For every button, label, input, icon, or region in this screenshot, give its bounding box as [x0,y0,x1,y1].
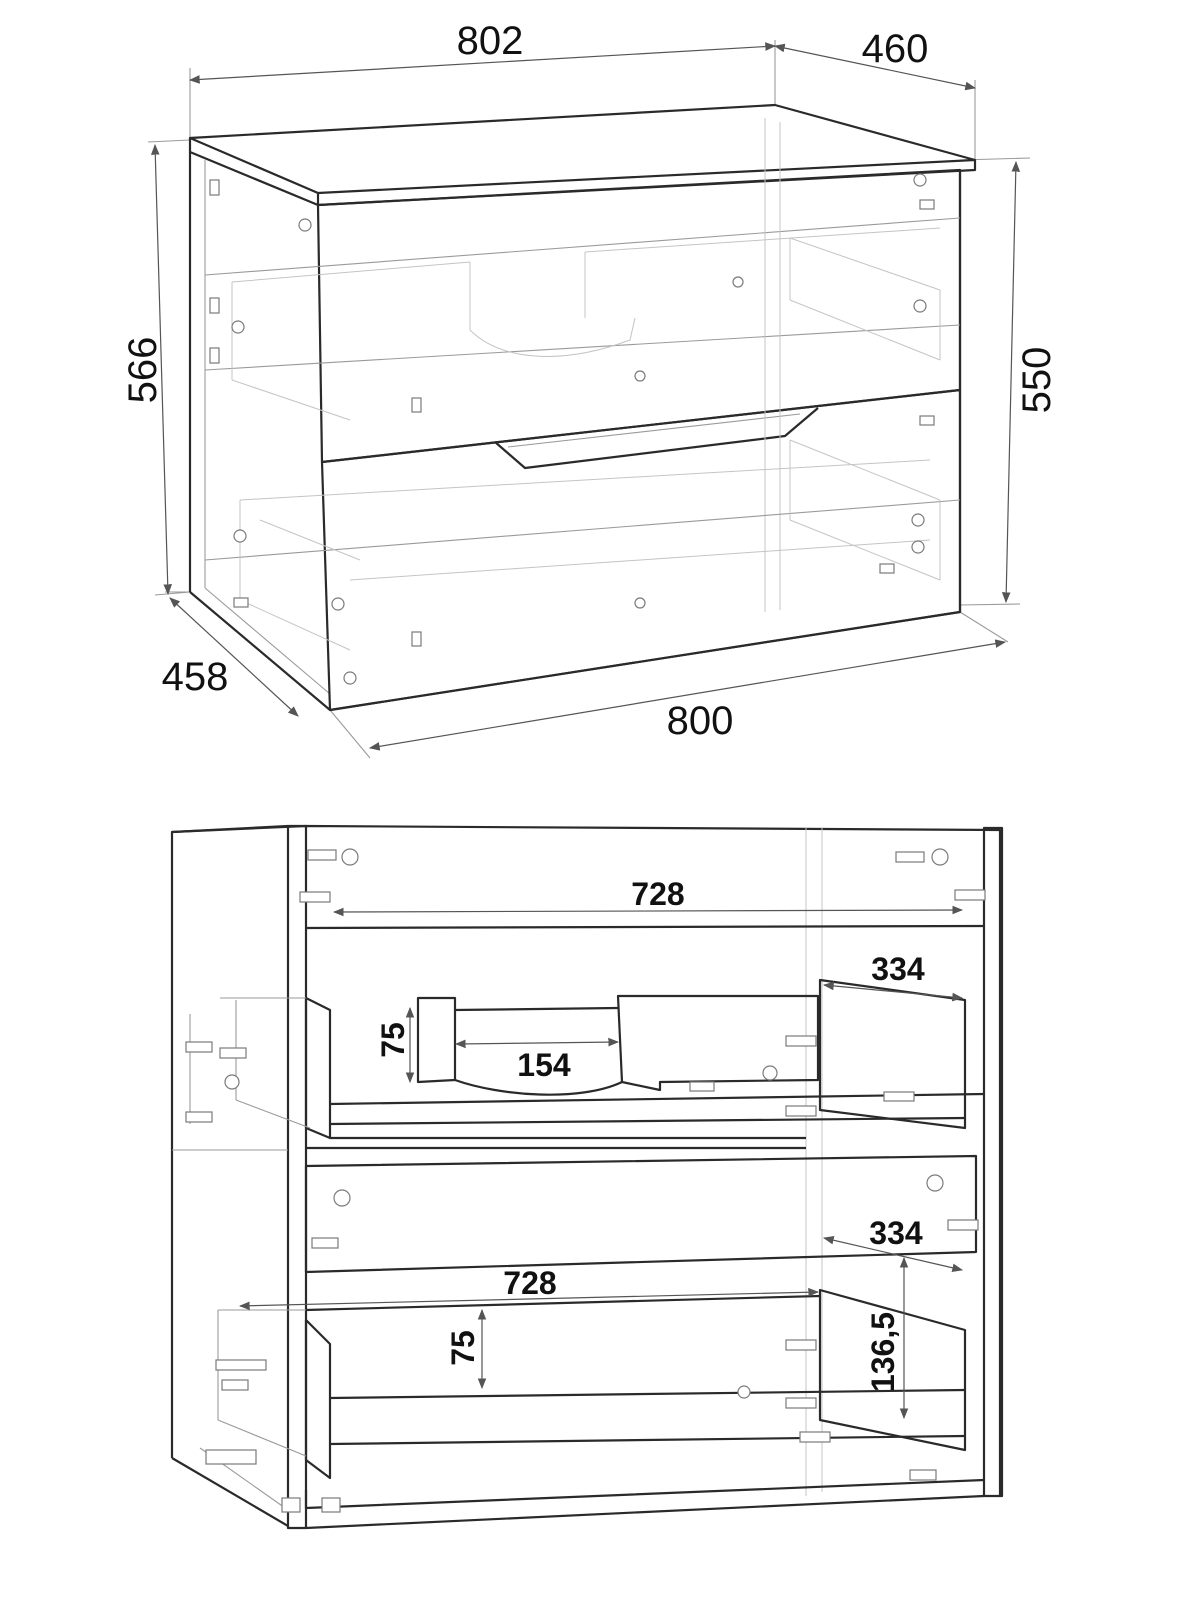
dim-depth-bottom: 458 [162,655,229,699]
dim-line-728-upper [332,905,964,917]
dim-upper-side-height: 75 [375,1022,411,1058]
fittings-top [209,173,935,685]
dim-line-334-lower [822,1235,964,1273]
fittings-bottom [185,848,986,1513]
dim-lower-drawer-depth: 334 [869,1215,923,1251]
lower-drawer-front [320,388,962,712]
dim-line-728-lower [238,1287,820,1311]
isometric-view [147,40,1031,759]
dim-line-458 [169,597,299,717]
dim-upper-inner-width: 728 [631,876,684,912]
dim-lower-inner-width: 728 [503,1265,556,1301]
dim-line-802 [188,42,777,84]
middle-drawer-front [304,1154,978,1274]
dim-line-566 [150,143,173,596]
front-internal-view [170,824,1004,1530]
dim-width-bottom: 800 [667,699,734,743]
dim-line-334-upper [822,981,964,1002]
dim-cutout-width: 154 [517,1047,571,1083]
handle-groove [494,407,819,470]
dim-depth-top: 460 [862,27,929,71]
countertop-top [188,103,977,195]
dim-width-top: 802 [457,19,524,63]
dim-line-154 [454,1037,620,1049]
dim-height-right: 550 [1015,347,1059,414]
dim-line-800 [368,639,1007,751]
dim-lower-drawer-height: 136,5 [865,1312,901,1392]
left-side-panel [286,824,308,1530]
dim-line-550 [1001,160,1021,604]
right-side-panel [982,826,1004,1498]
dim-lower-side-height: 75 [445,1330,481,1366]
dim-height-left: 566 [121,337,165,404]
dim-line-460 [773,43,977,91]
upper-drawer-front [316,168,962,464]
dim-upper-drawer-depth: 334 [871,951,925,987]
